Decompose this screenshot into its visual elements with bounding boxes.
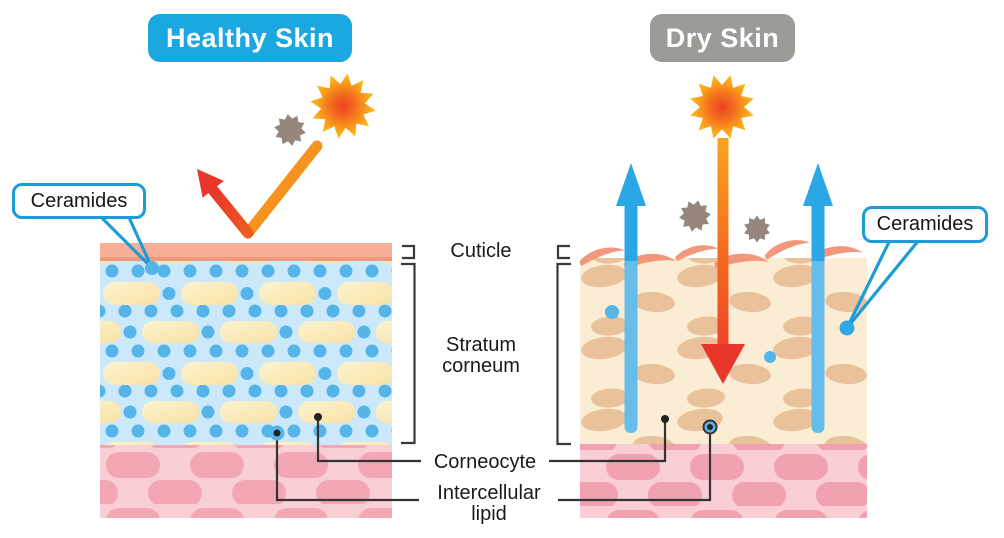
ceramide-pointers bbox=[97, 211, 921, 330]
corneocyte-line-right bbox=[549, 419, 667, 463]
sun-icon-healthy bbox=[305, 68, 381, 144]
sparse-lipid-dots bbox=[605, 305, 776, 363]
lipid-dot-left-center bbox=[273, 429, 281, 437]
stratum-bracket-right bbox=[556, 262, 571, 446]
reflected-ray-arrow bbox=[197, 140, 323, 239]
corneocyte-label-text: Corneocyte bbox=[433, 451, 537, 473]
ceramides-callout-right: Ceramides bbox=[862, 206, 988, 243]
ceramides-callout-right-text: Ceramides bbox=[876, 213, 974, 235]
callout-markers bbox=[269, 413, 718, 441]
ceramides-callout-left-text: Ceramides bbox=[30, 190, 128, 212]
ceramides-callout-left: Ceramides bbox=[12, 183, 146, 219]
allergen-icon-healthy bbox=[271, 112, 309, 148]
dry-skin-title-text: Dry Skin bbox=[665, 23, 780, 53]
allergen-icon-dry-1 bbox=[677, 199, 713, 233]
corneocyte-label: Corneocyte bbox=[416, 452, 554, 473]
cuticle-layer-healthy bbox=[100, 243, 392, 260]
corneocyte-lipid-pattern bbox=[100, 261, 392, 445]
cuticle-bracket-right bbox=[556, 244, 570, 260]
moisture-loss-arrow-left bbox=[616, 163, 646, 433]
sun-icon-dry bbox=[681, 66, 763, 148]
ceramide-target-dot-right bbox=[839, 320, 855, 336]
dermis-cells-pattern bbox=[100, 445, 392, 518]
intercellular-label-line2: lipid bbox=[471, 503, 507, 525]
callout-lines bbox=[275, 417, 712, 502]
lipid-line-right bbox=[558, 427, 712, 502]
lipid-dot-right-center bbox=[707, 424, 713, 430]
cuticle-edge bbox=[100, 257, 392, 261]
healthy-skin-section bbox=[100, 243, 392, 518]
dermis-cells-pattern-dry bbox=[580, 444, 867, 518]
dry-skin-title: Dry Skin bbox=[650, 14, 795, 62]
healthy-skin-title: Healthy Skin bbox=[148, 14, 352, 62]
allergen-icon-dry-2 bbox=[740, 212, 774, 246]
uv-ray-arrow bbox=[701, 138, 745, 384]
corneocyte-dot-right bbox=[661, 415, 669, 423]
layer-brackets bbox=[401, 244, 571, 446]
healthy-skin-title-text: Healthy Skin bbox=[165, 23, 335, 53]
cuticle-label: Cuticle bbox=[411, 241, 551, 262]
intercellular-label-line1: Intercellular bbox=[437, 482, 541, 504]
corneocyte-dot-left bbox=[314, 413, 322, 421]
stratum-label-line2: corneum bbox=[442, 355, 520, 377]
corneocyte-line-left bbox=[316, 417, 421, 463]
intercellular-lipid-label: Intercellular lipid bbox=[414, 483, 564, 525]
cuticle-bracket-left bbox=[402, 244, 416, 260]
cuticle-label-text: Cuticle bbox=[450, 240, 512, 262]
stratum-bracket-left bbox=[401, 262, 416, 445]
stratum-corneum-label: Stratum corneum bbox=[411, 335, 551, 377]
stratum-label-line1: Stratum bbox=[445, 334, 517, 356]
ceramide-target-dot-left bbox=[145, 261, 159, 275]
lipid-line-left bbox=[275, 433, 419, 502]
moisture-loss-arrow-right bbox=[803, 163, 833, 433]
